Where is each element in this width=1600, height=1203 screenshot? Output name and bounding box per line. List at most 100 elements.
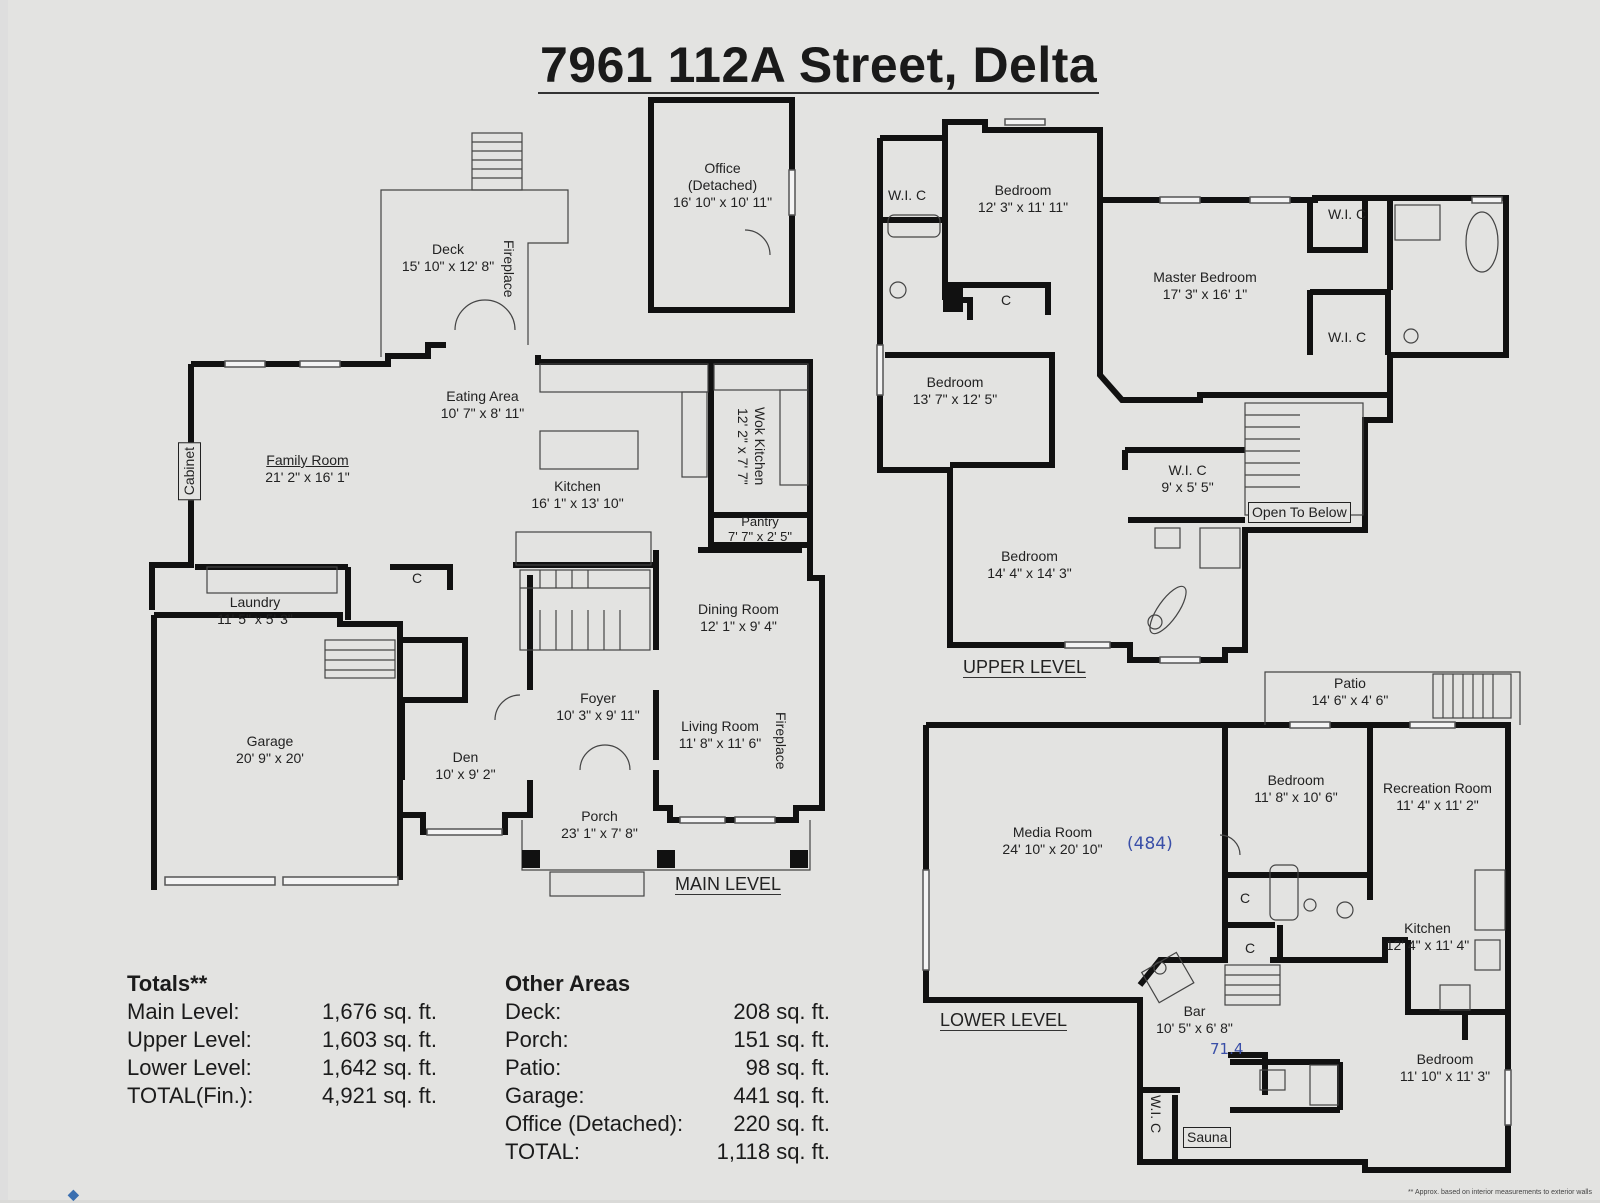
room-dimensions: 15' 10" x 12' 8" bbox=[401, 258, 495, 274]
room-kitchen: Kitchen 16' 1" x 13' 10" bbox=[520, 478, 635, 512]
room-bedroom: Bedroom 11' 10" x 11' 3" bbox=[1390, 1051, 1500, 1085]
room-dimensions: 21' 2" x 16' 1" bbox=[265, 469, 350, 485]
area-label: TOTAL(Fin.): bbox=[127, 1083, 254, 1108]
area-row: Office (Detached): 220 sq. ft. bbox=[505, 1110, 830, 1138]
room-dimensions: 7' 7" x 2' 5" bbox=[727, 529, 793, 544]
room-name: W.I. C bbox=[1168, 462, 1207, 478]
room-name: Dining Room bbox=[698, 601, 779, 617]
room-dimensions: 16' 10" x 10' 11" bbox=[672, 194, 773, 210]
room-name: Kitchen bbox=[1404, 920, 1451, 936]
area-value: 151 sq. ft. bbox=[733, 1027, 830, 1052]
company-logo: ◆ bbox=[68, 1186, 79, 1202]
room-family-room: Family Room 21' 2" x 16' 1" bbox=[255, 452, 360, 486]
room-dimensions: 23' 1" x 7' 8" bbox=[561, 825, 638, 841]
room-recreation-room: Recreation Room 11' 4" x 11' 2" bbox=[1375, 780, 1500, 814]
open-to-below-label: Open To Below bbox=[1248, 502, 1351, 523]
room-name: Bedroom bbox=[926, 374, 984, 390]
closet-label: C bbox=[1240, 890, 1251, 906]
upper-level-outer-wall bbox=[877, 119, 1509, 663]
area-label: TOTAL: bbox=[505, 1139, 580, 1164]
room-walk-in-closet: W.I. C 9' x 5' 5" bbox=[1150, 462, 1225, 496]
area-row: Main Level:1,676 sq. ft. bbox=[127, 998, 447, 1026]
handwritten-note: (484) bbox=[1127, 834, 1173, 854]
level-label-main: MAIN LEVEL bbox=[675, 874, 782, 895]
area-label: Patio: bbox=[505, 1055, 562, 1080]
room-dimensions: 14' 4" x 14' 3" bbox=[987, 565, 1072, 581]
room-porch: Porch 23' 1" x 7' 8" bbox=[552, 808, 647, 842]
level-label-lower: LOWER LEVEL bbox=[940, 1010, 1068, 1031]
room-patio: Patio 14' 6" x 4' 6" bbox=[1300, 675, 1400, 709]
room-name: Living Room bbox=[681, 718, 759, 734]
other-areas-table: Other Areas Deck:208 sq. ft.Porch:151 sq… bbox=[505, 970, 830, 1166]
room-dimensions: 11' 4" x 11' 2" bbox=[1396, 797, 1479, 813]
deck-outline bbox=[380, 189, 569, 357]
room-name: Patio bbox=[1334, 675, 1366, 691]
room-dimensions: 9' x 5' 5" bbox=[1161, 479, 1214, 495]
room-bedroom: Bedroom 14' 4" x 14' 3" bbox=[977, 548, 1082, 582]
porch-outline bbox=[521, 820, 811, 871]
fireplace-label: Fireplace bbox=[773, 712, 789, 770]
room-name: Family Room bbox=[266, 452, 349, 468]
area-value: 98 sq. ft. bbox=[745, 1055, 830, 1080]
closet-label: C bbox=[412, 570, 423, 586]
area-label: Upper Level: bbox=[127, 1027, 252, 1052]
room-name: Bedroom bbox=[1267, 772, 1325, 788]
room-dimensions: 12' 4" x 11' 4" bbox=[1385, 937, 1470, 953]
walk-in-closet-label: W.I. C bbox=[1328, 206, 1367, 222]
walk-in-closet-label: W.I. C bbox=[1148, 1095, 1164, 1134]
fireplace-label: Fireplace bbox=[501, 240, 517, 298]
room-deck: Deck 15' 10" x 12' 8" bbox=[388, 241, 508, 275]
room-dimensions: 10' 7" x 8' 11" bbox=[440, 405, 525, 421]
room-dimensions: 10' 5" x 6' 8" bbox=[1156, 1020, 1233, 1036]
totals-table: Totals** Main Level:1,676 sq. ft.Upper L… bbox=[127, 970, 447, 1110]
room-media-room: Media Room 24' 10" x 20' 10" bbox=[995, 824, 1110, 858]
room-laundry: Laundry 11' 5" x 5' 3" bbox=[205, 594, 305, 628]
area-label: Garage: bbox=[505, 1083, 585, 1108]
room-dimensions: 17' 3" x 16' 1" bbox=[1162, 286, 1248, 302]
room-dimensions: 12' 3" x 11' 11" bbox=[977, 199, 1069, 215]
room-name: Office (Detached) bbox=[687, 160, 758, 193]
kitchen-island bbox=[539, 430, 639, 470]
area-value: 441 sq. ft. bbox=[733, 1083, 830, 1108]
room-den: Den 10' x 9' 2" bbox=[428, 749, 503, 783]
sauna-label: Sauna bbox=[1183, 1127, 1232, 1148]
room-garage: Garage 20' 9" x 20' bbox=[225, 733, 315, 767]
area-row: TOTAL: 1,118 sq. ft. bbox=[505, 1138, 830, 1166]
room-bedroom: Bedroom 11' 8" x 10' 6" bbox=[1246, 772, 1346, 806]
room-dimensions: 11' 10" x 11' 3" bbox=[1399, 1068, 1491, 1084]
area-row: Upper Level: 1,603 sq. ft. bbox=[127, 1026, 447, 1054]
room-dimensions: 14' 6" x 4' 6" bbox=[1311, 692, 1389, 708]
room-master-bedroom: Master Bedroom 17' 3" x 16' 1" bbox=[1140, 269, 1270, 303]
room-office: Office (Detached) 16' 10" x 10' 11" bbox=[660, 160, 785, 211]
area-row: TOTAL(Fin.):4,921 sq. ft. bbox=[127, 1082, 447, 1110]
room-dimensions: 10' 3" x 9' 11" bbox=[556, 707, 640, 723]
room-name: Bar bbox=[1183, 1003, 1206, 1019]
area-row: Porch:151 sq. ft. bbox=[505, 1026, 830, 1054]
other-areas-rows: Deck:208 sq. ft.Porch:151 sq. ft.Patio: 9… bbox=[505, 998, 830, 1166]
area-label: Lower Level: bbox=[127, 1055, 252, 1080]
room-name: Kitchen bbox=[554, 478, 601, 494]
room-eating-area: Eating Area 10' 7" x 8' 11" bbox=[425, 388, 540, 422]
area-value: 1,118 sq. ft. bbox=[716, 1139, 830, 1164]
room-kitchen: Kitchen 12' 4" x 11' 4" bbox=[1380, 920, 1475, 954]
room-name: Pantry bbox=[741, 514, 779, 529]
patio-outline bbox=[1264, 671, 1521, 725]
totals-heading: Totals** bbox=[127, 971, 208, 996]
room-name: Eating Area bbox=[446, 388, 519, 404]
area-label: Office (Detached): bbox=[505, 1111, 684, 1136]
main-level-outer-wall bbox=[535, 355, 825, 823]
totals-rows: Main Level:1,676 sq. ft.Upper Level: 1,60… bbox=[127, 998, 447, 1110]
area-row: Patio: 98 sq. ft. bbox=[505, 1054, 830, 1082]
area-row: Deck:208 sq. ft. bbox=[505, 998, 830, 1026]
area-row: Garage: 441 sq. ft. bbox=[505, 1082, 830, 1110]
area-value: 220 sq. ft. bbox=[733, 1111, 830, 1136]
other-areas-heading: Other Areas bbox=[505, 971, 631, 996]
room-name: Recreation Room bbox=[1383, 780, 1492, 796]
area-value: 1,603 sq. ft. bbox=[322, 1027, 437, 1052]
room-name: Media Room bbox=[1012, 824, 1093, 840]
room-name: Porch bbox=[581, 808, 618, 824]
room-name: Foyer bbox=[580, 690, 616, 706]
room-dimensions: 12' 1" x 9' 4" bbox=[700, 618, 777, 634]
